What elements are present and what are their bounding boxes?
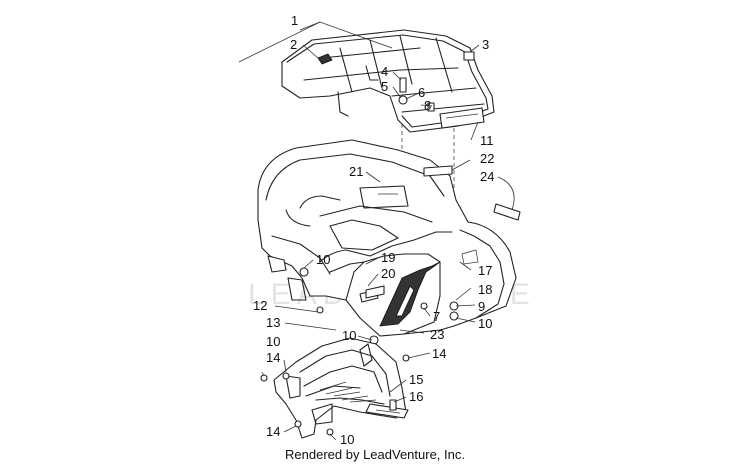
- callout-6: 6: [418, 85, 425, 100]
- callout-19: 19: [381, 250, 395, 265]
- callout-14-right: 14: [432, 346, 446, 361]
- callout-21: 21: [349, 164, 363, 179]
- callout-16: 16: [409, 389, 423, 404]
- callout-1: 1: [291, 13, 298, 28]
- callout-10-upper: 10: [316, 252, 330, 267]
- callout-23: 23: [430, 327, 444, 342]
- callout-22: 22: [480, 151, 494, 166]
- callout-11: 11: [480, 133, 494, 148]
- callout-17: 17: [478, 263, 492, 278]
- callout-8: 8: [424, 98, 431, 113]
- callout-10-right: 10: [478, 316, 492, 331]
- callout-labels: 1 2 3 4 5 6 8 11 22 21 24 10 19 20 17 18…: [253, 13, 494, 447]
- callout-7: 7: [433, 309, 440, 324]
- callout-12: 12: [253, 298, 267, 313]
- callout-3: 3: [482, 37, 489, 52]
- callout-4: 4: [381, 64, 388, 79]
- callout-15: 15: [409, 372, 423, 387]
- callout-10-mid: 10: [342, 328, 356, 343]
- callout-5: 5: [381, 79, 388, 94]
- callout-13: 13: [266, 315, 280, 330]
- callout-14-bottom: 14: [266, 424, 280, 439]
- caption: Rendered by LeadVenture, Inc.: [285, 447, 465, 462]
- callout-20: 20: [381, 266, 395, 281]
- callout-24: 24: [480, 169, 494, 184]
- callout-14-left: 14: [266, 350, 280, 365]
- callout-2: 2: [290, 37, 297, 52]
- rear-fender: [257, 139, 521, 345]
- callout-10-left: 10: [266, 334, 280, 349]
- callout-9: 9: [478, 299, 485, 314]
- callout-10-bottom: 10: [340, 432, 354, 447]
- footwell: [260, 337, 431, 441]
- callout-18: 18: [478, 282, 492, 297]
